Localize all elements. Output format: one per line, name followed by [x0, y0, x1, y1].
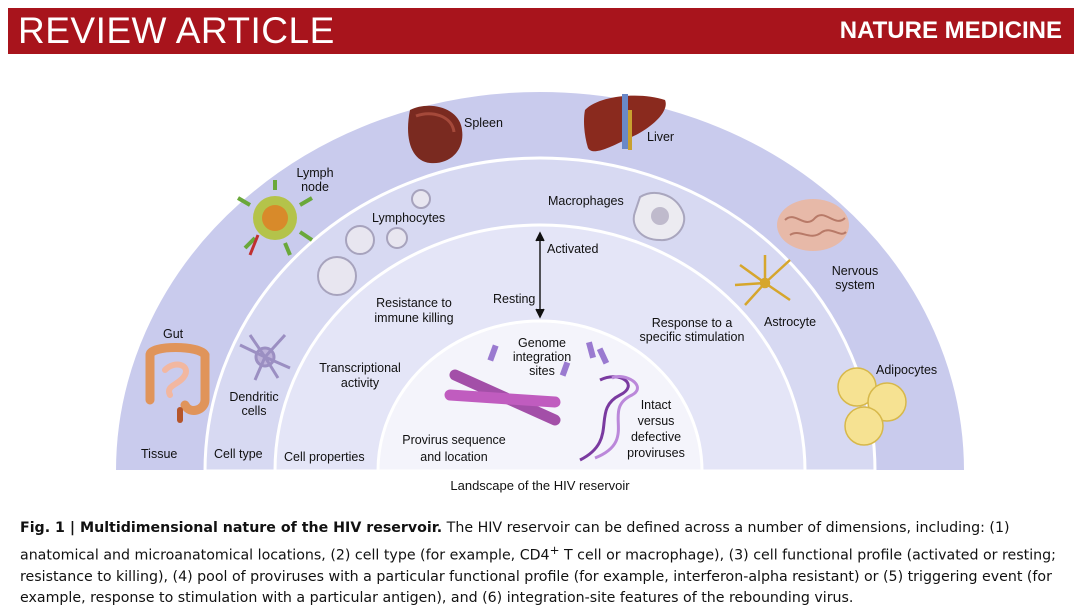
cell-type-layer-label: Cell type — [214, 447, 263, 461]
genome-label-2: integration — [513, 350, 571, 364]
caption-title: Fig. 1 | Multidimensional nature of the … — [20, 520, 443, 536]
resting-label: Resting — [493, 292, 535, 306]
dna-icon — [579, 375, 639, 462]
intact-label-2: versus — [638, 414, 675, 428]
liver-label: Liver — [647, 130, 674, 144]
header-banner: REVIEW ARTICLE NATURE MEDICINE — [8, 8, 1074, 54]
cell-properties-layer-label: Cell properties — [284, 450, 365, 464]
caption-text-b: T cell or macrophage), (3) cell function… — [20, 547, 1056, 607]
dendritic-cell-icon — [239, 333, 291, 381]
spleen-icon — [408, 105, 463, 164]
spleen-label: Spleen — [464, 116, 503, 130]
dendritic-label-2: cells — [241, 404, 266, 418]
nervous-system-label-1: Nervous — [832, 264, 879, 278]
macrophages-label: Macrophages — [548, 194, 624, 208]
liver-icon — [584, 94, 666, 152]
intact-label-1: Intact — [641, 398, 672, 412]
activated-label: Activated — [547, 242, 598, 256]
genome-label-3: sites — [529, 364, 555, 378]
provirus-layer-label-2: and location — [420, 450, 487, 464]
gut-label: Gut — [163, 327, 184, 341]
gut-icon — [145, 343, 210, 423]
provirus-layer-label-1: Provirus sequence — [402, 433, 506, 447]
transcriptional-label-2: activity — [341, 376, 380, 390]
lymphocytes-label: Lymphocytes — [372, 211, 445, 225]
dendritic-label-1: Dendritic — [229, 390, 278, 404]
nervous-system-label-2: system — [835, 278, 875, 292]
lymph-node-icon — [236, 180, 314, 256]
transcriptional-label-1: Transcriptional — [319, 361, 401, 375]
journal-name: NATURE MEDICINE — [839, 17, 1062, 44]
adipocytes-icon — [837, 367, 907, 446]
chromosome-icon — [444, 341, 610, 426]
astrocyte-label: Astrocyte — [764, 315, 816, 329]
resistance-label-1: Resistance to — [376, 296, 452, 310]
resistance-label-2: immune killing — [374, 311, 453, 325]
lymphocytes-icon — [317, 189, 431, 296]
activation-arrow — [535, 231, 545, 319]
response-label-1: Response to a — [652, 316, 733, 330]
lymph-node-label-1: Lymph — [296, 166, 333, 180]
figure-caption: Fig. 1 | Multidimensional nature of the … — [20, 518, 1065, 610]
adipocytes-label: Adipocytes — [876, 363, 937, 377]
article-type: REVIEW ARTICLE — [18, 10, 335, 51]
hiv-reservoir-figure: Spleen Liver Lymph node Gut Nervous syst… — [113, 90, 967, 473]
figure-title: Landscape of the HIV reservoir — [450, 478, 630, 493]
astrocyte-icon — [734, 255, 791, 306]
genome-label-1: Genome — [518, 336, 566, 350]
intact-label-4: proviruses — [627, 446, 685, 460]
caption-text-a: The HIV reservoir can be defined across … — [20, 520, 1010, 564]
macrophage-icon — [632, 192, 686, 242]
tissue-layer-label: Tissue — [141, 447, 177, 461]
brain-icon — [777, 199, 849, 251]
caption-sup: + — [549, 542, 560, 557]
response-label-2: specific stimulation — [640, 330, 745, 344]
intact-label-3: defective — [631, 430, 681, 444]
lymph-node-label-2: node — [301, 180, 329, 194]
